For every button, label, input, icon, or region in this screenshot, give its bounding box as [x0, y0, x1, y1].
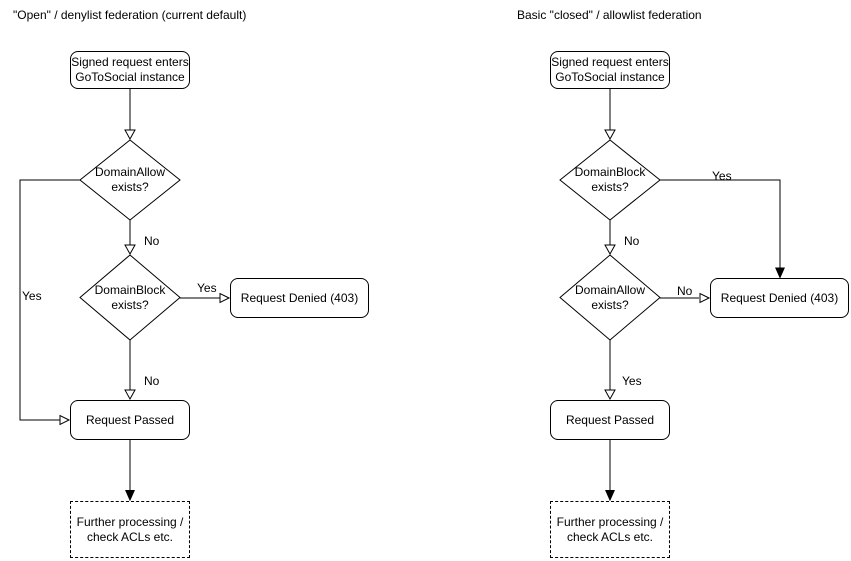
left-decision1-no-label: No — [144, 234, 160, 248]
right-decision2-yes-label: Yes — [622, 374, 642, 388]
left-arrowhead-into-decision2 — [124, 244, 136, 256]
left-arrowhead-no-into-passed — [124, 389, 136, 401]
left-decision1-diamond — [79, 139, 181, 221]
left-edge-decision1-yes-route — [19, 179, 80, 421]
left-arrowhead-into-further — [125, 490, 135, 502]
right-arrowhead-yes-into-denied — [775, 267, 785, 279]
left-start-node: Signed request enters GoToSocial instanc… — [70, 51, 190, 89]
left-decision1-yes-label: Yes — [22, 289, 42, 303]
right-arrowhead-into-passed — [604, 389, 616, 401]
right-arrowhead-into-further — [605, 490, 615, 502]
right-decision1-diamond — [559, 139, 661, 221]
right-flowchart-graph — [559, 89, 785, 502]
right-decision1-no-label: No — [624, 234, 640, 248]
left-arrowhead-into-denied — [219, 292, 231, 304]
right-start-node: Signed request enters GoToSocial instanc… — [550, 51, 670, 89]
right-arrowhead-into-decision1 — [604, 129, 616, 141]
right-denied-node: Request Denied (403) — [710, 278, 849, 318]
left-decision2-yes-label: Yes — [197, 281, 217, 295]
right-arrowhead-into-decision2 — [604, 244, 616, 256]
left-further-processing-node: Further processing / check ACLs etc. — [70, 501, 190, 558]
left-denied-node: Request Denied (403) — [230, 278, 369, 318]
left-flowchart-graph — [19, 89, 231, 502]
right-further-processing-node: Further processing / check ACLs etc. — [550, 501, 670, 558]
left-chart-title: "Open" / denylist federation (current de… — [13, 8, 247, 22]
right-arrowhead-no-into-denied — [699, 292, 711, 304]
left-passed-node: Request Passed — [70, 400, 190, 440]
right-decision2-no-label: No — [677, 284, 693, 298]
left-arrowhead-yes-into-passed — [59, 414, 71, 426]
right-chart-title: Basic "closed" / allowlist federation — [517, 8, 702, 22]
right-decision2-diamond — [559, 254, 661, 341]
right-decision1-yes-label: Yes — [712, 169, 732, 183]
right-passed-node: Request Passed — [550, 400, 670, 440]
left-decision2-no-label: No — [144, 374, 160, 388]
left-arrowhead-into-decision1 — [124, 129, 136, 141]
left-decision2-diamond — [79, 254, 181, 341]
right-edge-decision1-yes-route — [660, 179, 781, 268]
